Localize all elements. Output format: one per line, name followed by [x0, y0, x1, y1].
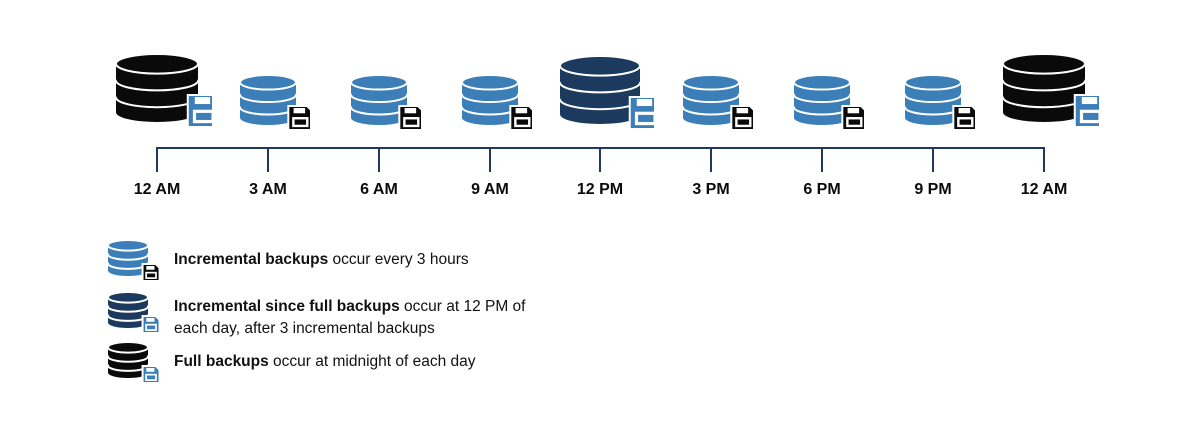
timeline-tick [267, 148, 269, 172]
database-icon-incremental [461, 74, 536, 136]
database-icon-full [115, 53, 221, 133]
time-label: 12 AM [133, 181, 181, 198]
legend-text-incremental: Incremental backups occur every 3 hours [174, 249, 574, 271]
legend-desc-full: occur at midnight of each day [268, 353, 476, 370]
database-icon-incremental [904, 74, 979, 136]
legend-term-since-full: Incremental since full backups [174, 298, 400, 315]
legend-desc-since-full: occur at 12 PM of [399, 298, 526, 315]
legend-text-full: Full backups occur at midnight of each d… [174, 351, 574, 373]
legend-icon-full [107, 341, 162, 389]
legend-term-full: Full backups [174, 353, 269, 370]
database-icon-incremental [793, 74, 868, 136]
time-label: 6 AM [360, 181, 398, 198]
legend-icon-incremental [107, 239, 162, 287]
time-label: 3 PM [692, 181, 730, 198]
timeline-tick [378, 148, 380, 172]
time-label: 12 AM [1020, 181, 1068, 198]
time-label: 6 PM [803, 181, 841, 198]
legend-icon-since-full [107, 291, 162, 339]
time-label: 3 AM [249, 181, 287, 198]
timeline-tick [156, 148, 158, 172]
legend-desc-since-full-line2: each day, after 3 incremental backups [174, 320, 435, 337]
timeline-tick [821, 148, 823, 172]
time-label: 9 AM [471, 181, 509, 198]
timeline-tick [1043, 148, 1045, 172]
database-icon-since-full [559, 55, 663, 135]
time-label: 9 PM [914, 181, 952, 198]
database-icon-incremental [350, 74, 425, 136]
time-label: 12 PM [576, 181, 624, 198]
database-icon-incremental [239, 74, 314, 136]
legend-desc-incremental: occur every 3 hours [328, 251, 469, 268]
legend-text-since-full: Incremental since full backups occur at … [174, 296, 574, 340]
database-icon-incremental [682, 74, 757, 136]
timeline-tick [489, 148, 491, 172]
timeline-tick [710, 148, 712, 172]
legend-term-incremental: Incremental backups [174, 251, 329, 268]
database-icon-full [1002, 53, 1108, 133]
timeline-tick [599, 148, 601, 172]
timeline-tick [932, 148, 934, 172]
